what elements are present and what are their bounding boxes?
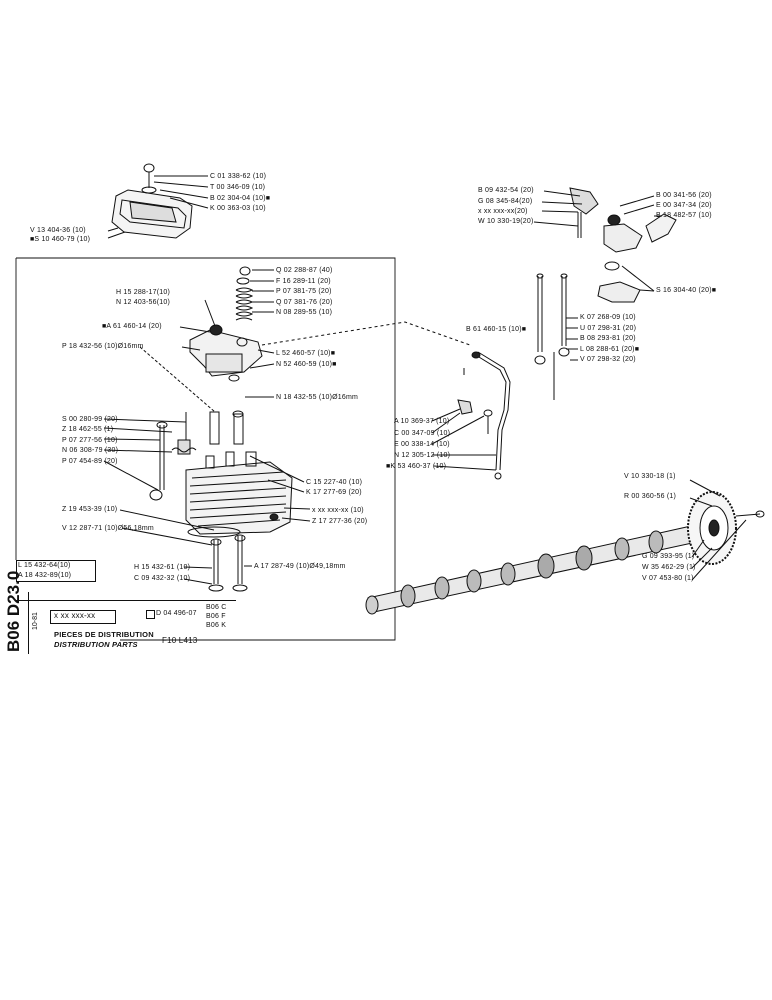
- part-label: Z 17 277-36 (20): [312, 518, 368, 525]
- part-label: B 61 460-15 (10)■: [466, 326, 527, 333]
- part-label: N 52 460-59 (10)■: [276, 361, 337, 368]
- part-label: F 16 289-11 (20): [276, 278, 331, 285]
- title-fr: PIECES DE DISTRIBUTION: [54, 630, 154, 639]
- part-label: Z 19 453-39 (10): [62, 506, 118, 513]
- part-label: C 15 227-40 (10): [306, 479, 363, 486]
- part-label: E 00 338-14 (10): [394, 441, 450, 448]
- part-label: K 00 363-03 (10): [210, 205, 266, 212]
- part-label: B 09 432-54 (20): [478, 187, 534, 194]
- part-label: L 08 288-61 (20)■: [580, 346, 640, 353]
- part-label: Q 07 381-76 (20): [276, 299, 333, 306]
- part-label: ■K 53 460-37 (10): [386, 463, 447, 470]
- part-label: L 52 460-57 (10)■: [276, 350, 336, 357]
- part-label: B 18 482-57 (10): [656, 212, 712, 219]
- title-en: DISTRIBUTION PARTS: [54, 640, 138, 649]
- part-label: V 13 404-36 (10): [30, 227, 86, 234]
- part-label: N 08 289-55 (10): [276, 309, 333, 316]
- part-label: x xx xxx-xx (10): [312, 507, 364, 514]
- part-label: S 16 304-40 (20)■: [656, 287, 717, 294]
- part-label: V 07 298-32 (20): [580, 356, 636, 363]
- part-label: B 00 341-56 (20): [656, 192, 712, 199]
- title-block: [16, 600, 236, 653]
- alt-ref: D 04 496-07: [156, 610, 197, 617]
- part-label: V 12 287-71 (10)Ø56,18mm: [62, 525, 154, 532]
- part-label: P 18 432-56 (10)Ø16mm: [62, 343, 144, 350]
- part-label: x xx xxx-xx(20): [478, 208, 528, 215]
- part-label: G 08 345-84(20): [478, 198, 533, 205]
- part-label: N 12 403-56(10): [116, 299, 170, 306]
- divider: [28, 592, 29, 654]
- part-label: A 10 369-37 (10): [394, 418, 450, 425]
- part-label: W 35 462-29 (1): [642, 564, 696, 571]
- variant-label: B06 F: [206, 613, 226, 620]
- part-label: P 07 381-75 (20): [276, 288, 332, 295]
- part-label: N 12 305-12 (10): [394, 452, 451, 459]
- camshaft-drawing: [365, 479, 765, 615]
- part-label: G 09 393-95 (1): [642, 553, 695, 560]
- doc-code: B06 D23.0: [4, 570, 23, 652]
- part-label: ■A 61 460-14 (20): [102, 323, 162, 330]
- doc-date: 10-81: [32, 612, 39, 630]
- part-label: V 10 330-18 (1): [624, 473, 676, 480]
- rocker-cover-drawing: [107, 163, 209, 239]
- part-label: Z 18 462-55 (1): [62, 426, 114, 433]
- part-label: T 00 346-09 (10): [210, 184, 266, 191]
- part-label: H 15 288-17(10): [116, 289, 170, 296]
- part-label: N 18 432-55 (10)Ø16mm: [276, 394, 359, 401]
- variant-label: B06 C: [206, 604, 227, 611]
- part-label: ■S 10 460-79 (10): [30, 236, 91, 243]
- part-label: W 10 330-19(20): [478, 218, 534, 225]
- part-label: E 00 347-34 (20): [656, 202, 712, 209]
- part-label: B 02 304-04 (10)■: [210, 195, 271, 202]
- side-ref-label: L 15 432-64(10): [18, 562, 71, 569]
- part-label: K 17 277-69 (20): [306, 489, 362, 496]
- oil-pipe-drawing: [431, 351, 511, 480]
- variant-label: B06 K: [206, 622, 227, 629]
- part-label: P 07 454-89 (20): [62, 458, 118, 465]
- model-label: F10 L413: [162, 636, 198, 645]
- checkbox-icon: [146, 610, 155, 619]
- ref-box: [50, 610, 116, 624]
- part-label: N 06 308-79 (30): [62, 447, 119, 454]
- part-label: K 07 268-09 (10): [580, 314, 636, 321]
- part-label: P 07 277-56 (10): [62, 437, 118, 444]
- part-label: V 07 453-80 (1): [642, 575, 694, 582]
- part-label: C 09 432-32 (10): [134, 575, 191, 582]
- part-label: S 00 280-99 (20): [62, 416, 118, 423]
- part-label: U 07 298-31 (20): [580, 325, 637, 332]
- part-label: H 15 432-61 (10): [134, 564, 191, 571]
- part-label: B 08 293-81 (20): [580, 335, 636, 342]
- side-ref-box: [16, 560, 96, 582]
- rocker-arm-drawing: [533, 187, 677, 400]
- cylinder-head-drawing: [103, 266, 311, 592]
- part-label: C 01 338-62 (10): [210, 173, 267, 180]
- side-ref-label: A 18 432-89(10): [18, 572, 72, 579]
- part-label: Q 02 288-87 (40): [276, 267, 333, 274]
- part-label: A 17 287-49 (10)Ø49,18mm: [254, 563, 346, 570]
- doc-code-block: B06 D23.0 10-81: [0, 571, 40, 660]
- part-label: C 00 347-09 (10): [394, 430, 451, 437]
- ref-number: x xx xxx-xx: [54, 611, 96, 620]
- part-label: R 00 360-56 (1): [624, 493, 677, 500]
